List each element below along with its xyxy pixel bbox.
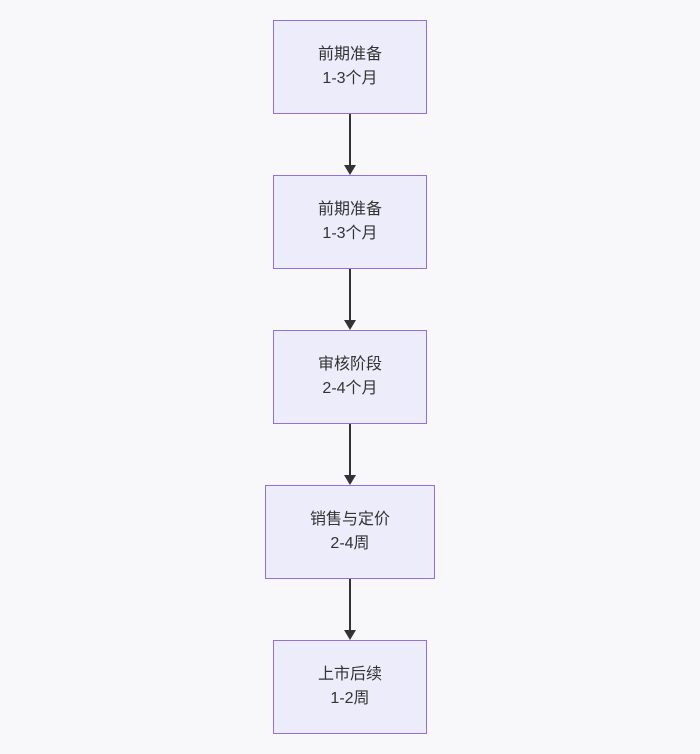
node-duration: 1-3个月	[322, 70, 378, 87]
node-duration: 1-3个月	[322, 225, 378, 242]
node-label: 前期准备	[317, 46, 382, 63]
node-label: 审核阶段	[317, 356, 382, 373]
arrowhead-icon	[344, 630, 356, 640]
flow-node-sales-pricing: 销售与定价 2-4周	[264, 485, 435, 579]
node-label: 上市后续	[317, 666, 382, 683]
arrowhead-icon	[344, 320, 356, 330]
arrow-shaft	[349, 424, 351, 476]
arrowhead-icon	[344, 475, 356, 485]
flow-node-preparation-1: 前期准备 1-3个月	[272, 20, 427, 114]
flow-node-preparation-2: 前期准备 1-3个月	[272, 175, 427, 269]
arrowhead-icon	[344, 165, 356, 175]
flow-node-post-listing: 上市后续 1-2周	[272, 640, 427, 734]
arrow-down-icon	[344, 114, 356, 175]
node-duration: 1-2周	[330, 690, 370, 707]
node-duration: 2-4周	[330, 535, 370, 552]
node-duration: 2-4个月	[322, 380, 378, 397]
node-label: 前期准备	[317, 201, 382, 218]
arrow-down-icon	[344, 579, 356, 640]
flow-node-review: 审核阶段 2-4个月	[272, 330, 427, 424]
arrow-shaft	[349, 269, 351, 321]
arrow-shaft	[349, 114, 351, 166]
arrow-down-icon	[344, 424, 356, 485]
node-label: 销售与定价	[309, 511, 390, 528]
arrow-shaft	[349, 579, 351, 631]
arrow-down-icon	[344, 269, 356, 330]
